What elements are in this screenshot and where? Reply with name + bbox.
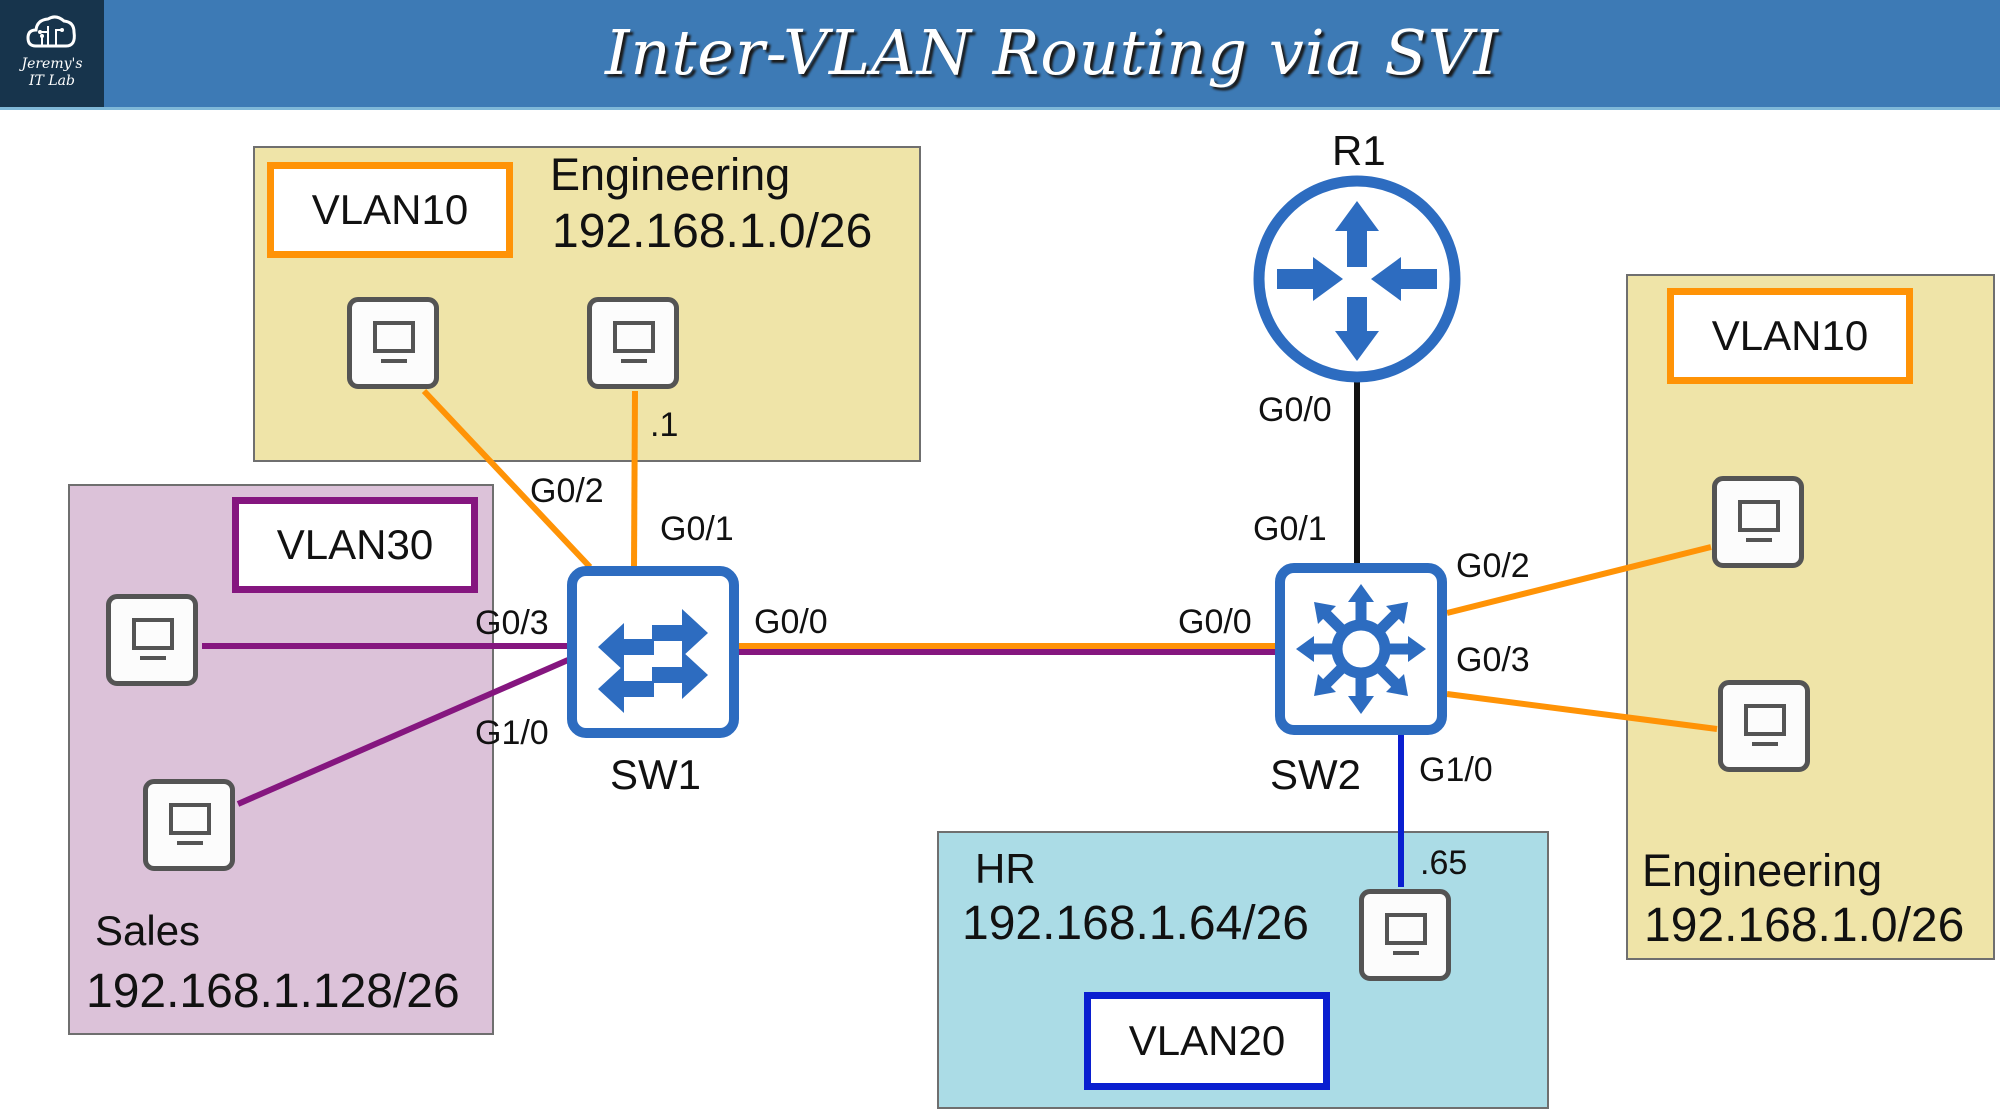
sw2-port-g0-0: G0/0 [1178, 603, 1252, 641]
sw1-label: SW1 [610, 751, 702, 798]
sw1-port-g0-3: G0/3 [475, 604, 549, 642]
computer-icon [1744, 704, 1786, 746]
sw1-port-g0-2: G0/2 [530, 472, 604, 510]
link-sales-pc2-sw1 [236, 657, 570, 807]
link-sw2-eng-pc2 [1446, 691, 1718, 732]
logo-line2: IT Lab [29, 73, 75, 89]
sw1-port-g0-0: G0/0 [754, 603, 828, 641]
computer-icon [613, 321, 655, 363]
multilayer-switch-sw2[interactable] [1274, 562, 1448, 736]
hr-name: HR [975, 845, 1036, 892]
r1-label: R1 [1332, 127, 1386, 174]
sw1-port-g1-0: G1/0 [475, 714, 549, 752]
pc-engineering-left-1[interactable] [347, 297, 439, 389]
sales-name: Sales [95, 907, 201, 954]
hr-subnet: 192.168.1.64/26 [962, 897, 1309, 950]
vlan30-badge: VLAN30 [232, 497, 478, 593]
page-title: Inter-VLAN Routing via SVI [604, 16, 1500, 89]
switch-sw1[interactable] [566, 565, 740, 739]
router-r1[interactable] [1251, 173, 1463, 385]
computer-icon [169, 803, 211, 845]
cloud-circuit-icon [26, 15, 76, 48]
pc-sales-1[interactable] [106, 594, 198, 686]
vlan20-badge: VLAN20 [1084, 992, 1330, 1090]
computer-icon [1385, 913, 1427, 955]
pc-sales-2[interactable] [143, 779, 235, 871]
computer-icon [132, 618, 174, 660]
computer-icon [373, 321, 415, 363]
logo: Jeremy's IT Lab [0, 0, 104, 107]
sw1-port-g0-1: G0/1 [660, 510, 734, 548]
sales-subnet: 192.168.1.128/26 [86, 965, 460, 1018]
multilayer-switch-icon [1275, 563, 1447, 735]
vlan10-left-badge: VLAN10 [267, 162, 513, 258]
sw2-port-g0-3: G0/3 [1456, 641, 1530, 679]
computer-icon [1738, 500, 1780, 542]
engineering-left-subnet: 192.168.1.0/26 [552, 205, 873, 258]
sw2-label: SW2 [1270, 751, 1362, 798]
engineering-left-host-ip: .1 [650, 406, 679, 444]
sw2-port-g1-0: G1/0 [1419, 751, 1493, 789]
pc-engineering-right-1[interactable] [1712, 476, 1804, 568]
pc-engineering-right-2[interactable] [1718, 680, 1810, 772]
switch-icon [567, 566, 739, 738]
vlan10-right-badge: VLAN10 [1667, 288, 1913, 384]
sw2-port-g0-1: G0/1 [1253, 510, 1327, 548]
engineering-left-name: Engineering [550, 149, 791, 200]
link-eng-pc1-sw1 [421, 388, 593, 570]
r1-port-g0-0: G0/0 [1258, 391, 1332, 429]
hr-host-ip: .65 [1420, 844, 1468, 882]
engineering-right-subnet: 192.168.1.0/26 [1644, 899, 1965, 952]
link-sw2-eng-pc1 [1446, 544, 1712, 616]
engineering-right-name: Engineering [1642, 845, 1883, 896]
engineering-right-zone [1626, 274, 1995, 960]
link-eng-pc2-sw1 [631, 390, 638, 568]
sw2-port-g0-2: G0/2 [1456, 547, 1530, 585]
router-icon [1253, 175, 1461, 383]
pc-engineering-left-2[interactable] [587, 297, 679, 389]
pc-hr[interactable] [1359, 889, 1451, 981]
logo-line1: Jeremy's [21, 56, 83, 72]
title-bar: Jeremy's IT Lab Inter-VLAN Routing via S… [0, 0, 2000, 110]
